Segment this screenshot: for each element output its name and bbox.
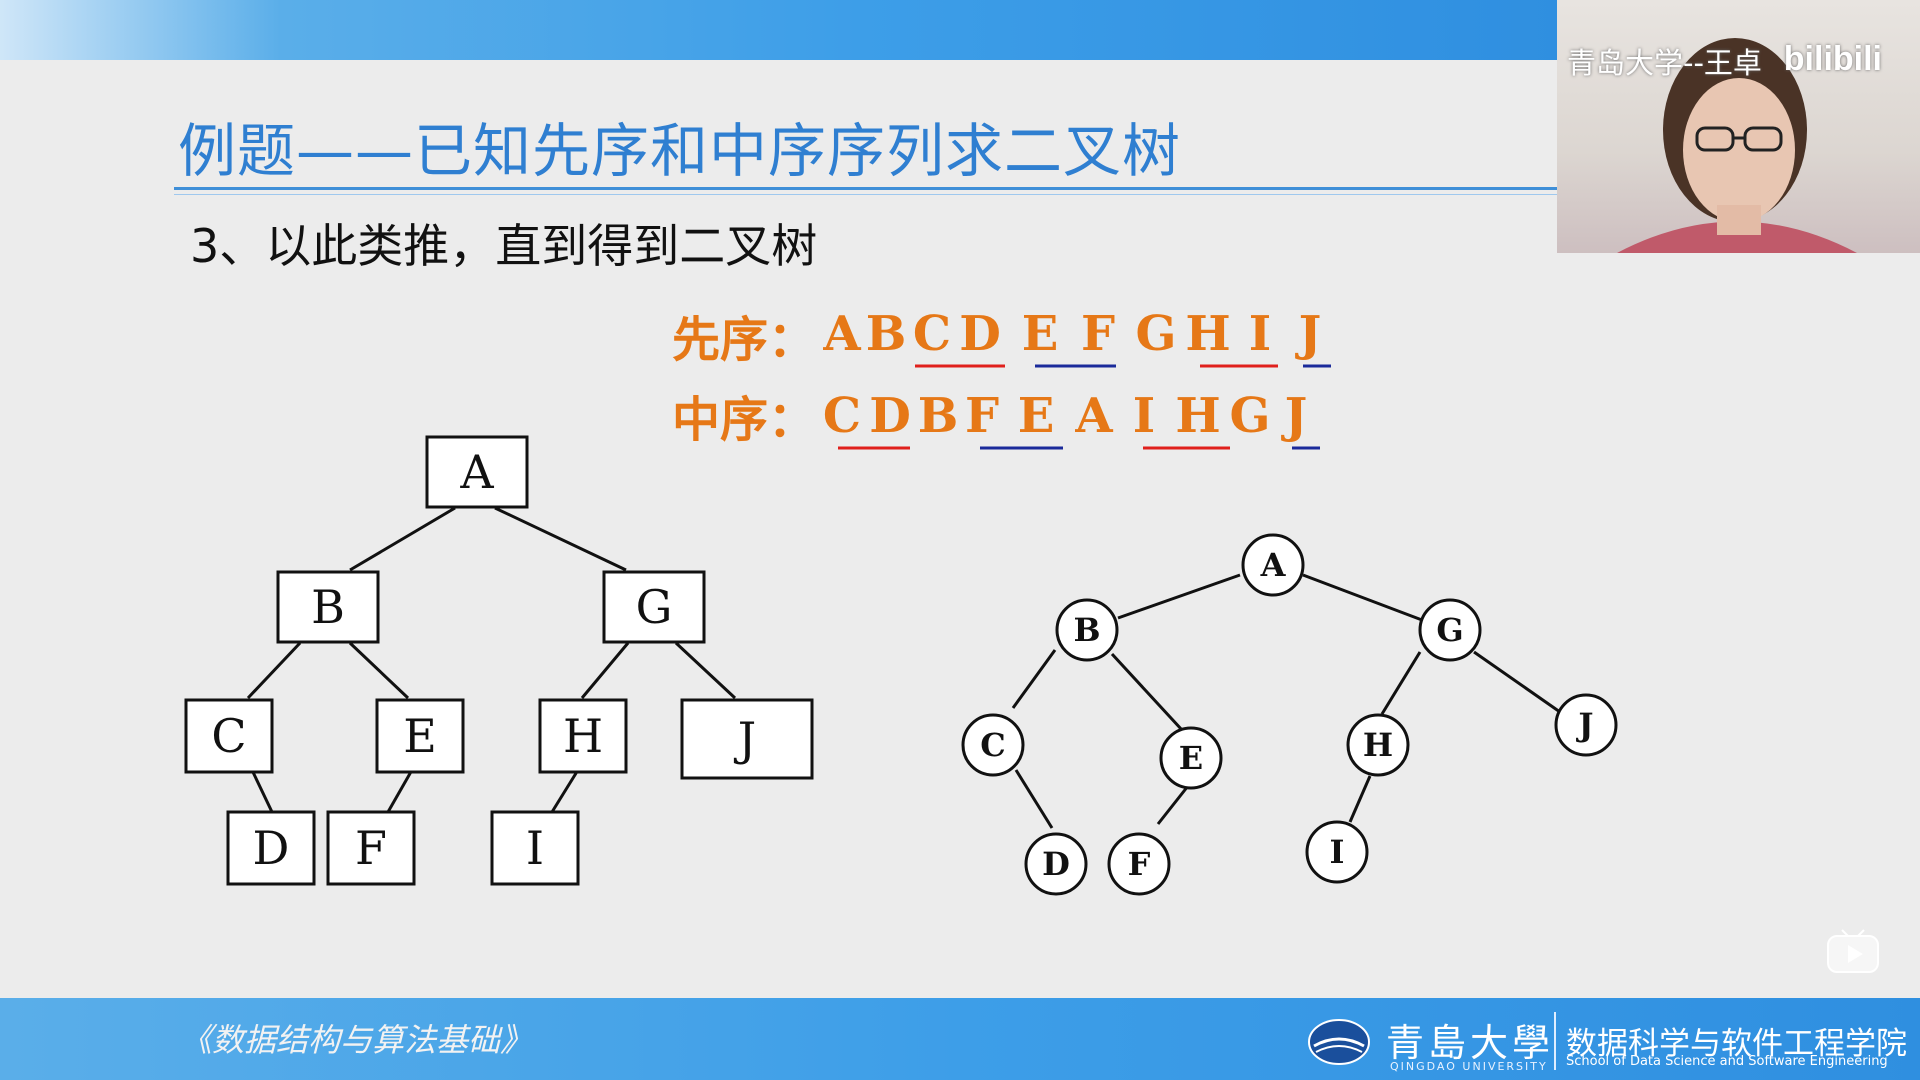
- preorder-label: 先序：: [672, 312, 817, 368]
- circle-node-label-d: D: [1042, 845, 1070, 883]
- preorder-letter-d: D: [959, 306, 1001, 362]
- inorder-letter-j: J: [1281, 388, 1308, 444]
- title-underline-thin: [174, 194, 1560, 195]
- circle-node-b: [1055, 598, 1119, 662]
- preorder-letter-a: A: [822, 306, 861, 362]
- webcam-overlay: 青岛大学--王卓 bilibili: [1557, 0, 1920, 253]
- box-node-d: [226, 810, 316, 886]
- box-node-label-g: G: [636, 580, 673, 634]
- preorder-row: 先序：: [672, 300, 816, 370]
- preorder-letter-i: I: [1249, 306, 1271, 362]
- inorder-letter-d: D: [869, 388, 911, 444]
- box-node-a: [425, 435, 529, 509]
- inorder-letter-f: F: [965, 388, 999, 444]
- box-node-c: [184, 698, 274, 774]
- inorder-letter-c: C: [823, 388, 861, 444]
- footer-banner: [0, 998, 1920, 1080]
- box-node-label-i: I: [526, 821, 544, 875]
- circle-node-d: [1024, 832, 1088, 896]
- circle-node-h: [1346, 713, 1410, 777]
- circle-node-label-g: G: [1436, 611, 1463, 649]
- box-node-label-c: C: [211, 709, 246, 763]
- box-node-g: [602, 570, 706, 644]
- circle-node-label-b: B: [1073, 611, 1100, 649]
- preorder-letter-j: J: [1295, 306, 1322, 362]
- circle-tree-diagram: A B G C E H J D F I: [961, 533, 1618, 896]
- box-node-j: [680, 698, 814, 780]
- preorder-letter-f: F: [1081, 306, 1115, 362]
- circle-node-label-f: F: [1128, 845, 1151, 883]
- circle-node-label-j: J: [1575, 706, 1593, 744]
- university-name: 青島大學: [1386, 1021, 1555, 1065]
- top-banner: [0, 0, 1560, 60]
- box-node-f: [326, 810, 416, 886]
- circle-node-label-e: E: [1179, 739, 1203, 777]
- course-name: 《数据结构与算法基础》: [180, 1021, 533, 1059]
- school-name: 数据科学与软件工程学院: [1566, 1026, 1907, 1062]
- box-node-label-b: B: [311, 580, 345, 634]
- school-name-en: School of Data Science and Software Engi…: [1566, 1054, 1888, 1069]
- preorder-letter-c: C: [913, 306, 951, 362]
- inorder-label: 中序：: [672, 392, 817, 448]
- circle-node-g: [1418, 598, 1482, 662]
- box-node-label-e: E: [403, 709, 437, 763]
- box-node-label-a: A: [459, 445, 494, 499]
- circle-node-e: [1159, 726, 1223, 790]
- university-emblem-icon: [1308, 1019, 1370, 1065]
- box-node-b: [276, 570, 380, 644]
- university-name-en: QINGDAO UNIVERSITY: [1390, 1060, 1548, 1073]
- step-text: 3、以此类推，直到得到二叉树: [190, 219, 818, 273]
- box-node-i: [490, 810, 580, 886]
- inorder-letter-g: G: [1230, 388, 1271, 444]
- preorder-letter-b: B: [866, 306, 907, 362]
- play-icon[interactable]: [1826, 928, 1880, 974]
- box-node-label-f: F: [355, 821, 387, 875]
- inorder-letter-a: A: [1074, 388, 1113, 444]
- circle-node-label-c: C: [980, 726, 1005, 764]
- preorder-letter-h: H: [1185, 306, 1230, 362]
- circle-node-c: [961, 713, 1025, 777]
- preorder-letter-e: E: [1022, 306, 1059, 362]
- box-node-e: [375, 698, 465, 774]
- box-tree-diagram: A B G C E H J D F I: [184, 435, 814, 886]
- circle-node-j: [1554, 693, 1618, 757]
- circle-node-label-a: A: [1260, 546, 1287, 584]
- circle-node-label-i: I: [1330, 833, 1345, 871]
- box-node-label-j: J: [734, 712, 756, 766]
- bilibili-logo: bilibili: [1783, 40, 1882, 78]
- circle-node-a: [1241, 533, 1305, 597]
- webcam-caption: 青岛大学--王卓: [1567, 46, 1762, 80]
- inorder-row: 中序：: [672, 380, 816, 450]
- inorder-letter-h: H: [1175, 388, 1220, 444]
- inorder-letter-i: I: [1133, 388, 1155, 444]
- circle-node-i: [1305, 820, 1369, 884]
- box-node-label-h: H: [563, 709, 603, 763]
- circle-node-f: [1107, 832, 1171, 896]
- box-node-h: [538, 698, 628, 774]
- presenter-video: [1617, 38, 1857, 253]
- footer-divider: [1554, 1012, 1556, 1070]
- circle-node-label-h: H: [1363, 726, 1393, 764]
- preorder-letter-g: G: [1136, 306, 1177, 362]
- slide-title: 例题——已知先序和中序序列求二叉树: [178, 117, 1182, 185]
- box-node-label-d: D: [253, 821, 290, 875]
- inorder-letter-b: B: [918, 388, 959, 444]
- title-underline: [174, 187, 1560, 190]
- inorder-letter-e: E: [1018, 388, 1055, 444]
